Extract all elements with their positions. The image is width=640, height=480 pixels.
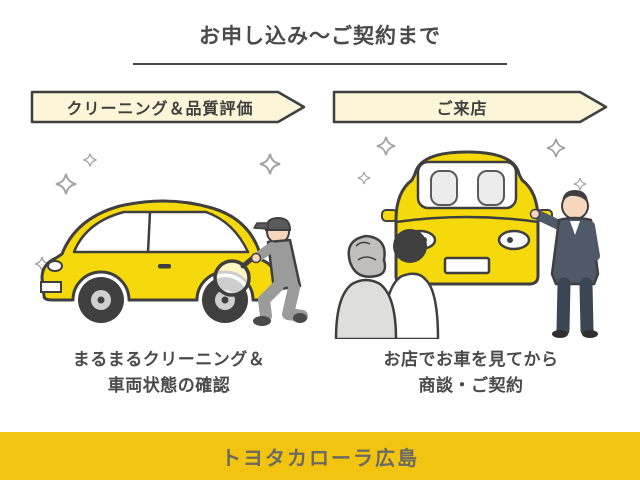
cleaning-inspection-illustration — [34, 152, 308, 326]
customers-icon — [334, 229, 440, 339]
car-side-icon — [40, 199, 278, 323]
sparkle-icon — [546, 138, 566, 158]
sparkle-icon — [573, 177, 587, 191]
mechanic-icon — [213, 216, 308, 326]
header: お申し込み〜ご契約まで — [0, 0, 640, 65]
panel-store-visit: ご来店 — [332, 90, 610, 400]
car-front-icon — [381, 150, 553, 286]
panel-cleaning-quality: クリーニング＆品質評価 — [30, 90, 308, 400]
caption-cleaning: まるまるクリーニング＆ 車両状態の確認 — [73, 347, 266, 400]
magnifier-icon — [213, 259, 251, 297]
car-seat-icon — [430, 170, 458, 206]
page-title: お申し込み〜ご契約まで — [133, 20, 507, 65]
badge-cleaning-quality: クリーニング＆品質評価 — [30, 90, 308, 124]
brand-name: トヨタカローラ広島 — [221, 445, 419, 470]
sparkle-icon — [259, 153, 281, 175]
salesman-icon — [529, 190, 600, 338]
brand-bar: トヨタカローラ広島 — [0, 432, 640, 480]
steps: クリーニング＆品質評価 — [0, 90, 640, 400]
sparkle-icon — [55, 173, 77, 195]
caption-line: お店でお車を見てから — [383, 350, 559, 370]
caption-line: 商談・ご契約 — [418, 376, 524, 397]
badge-arrow-shape — [30, 90, 306, 124]
sparkle-icon — [376, 136, 396, 156]
sparkle-icon — [82, 152, 98, 168]
car-seat-icon — [477, 170, 505, 206]
caption-store-visit: お店でお車を見てから 商談・ご契約 — [384, 347, 559, 400]
badge-label: ご来店 — [436, 99, 488, 118]
badge-store-visit: ご来店 — [332, 90, 610, 124]
caption-line: まるまるクリーニング＆ — [72, 350, 266, 370]
caption-line: 車両状態の確認 — [107, 376, 231, 397]
badge-label: クリーニング＆品質評価 — [66, 99, 254, 118]
store-visit-illustration — [334, 136, 600, 339]
badge-arrow-shape — [332, 90, 608, 124]
sparkle-icon — [357, 171, 371, 185]
